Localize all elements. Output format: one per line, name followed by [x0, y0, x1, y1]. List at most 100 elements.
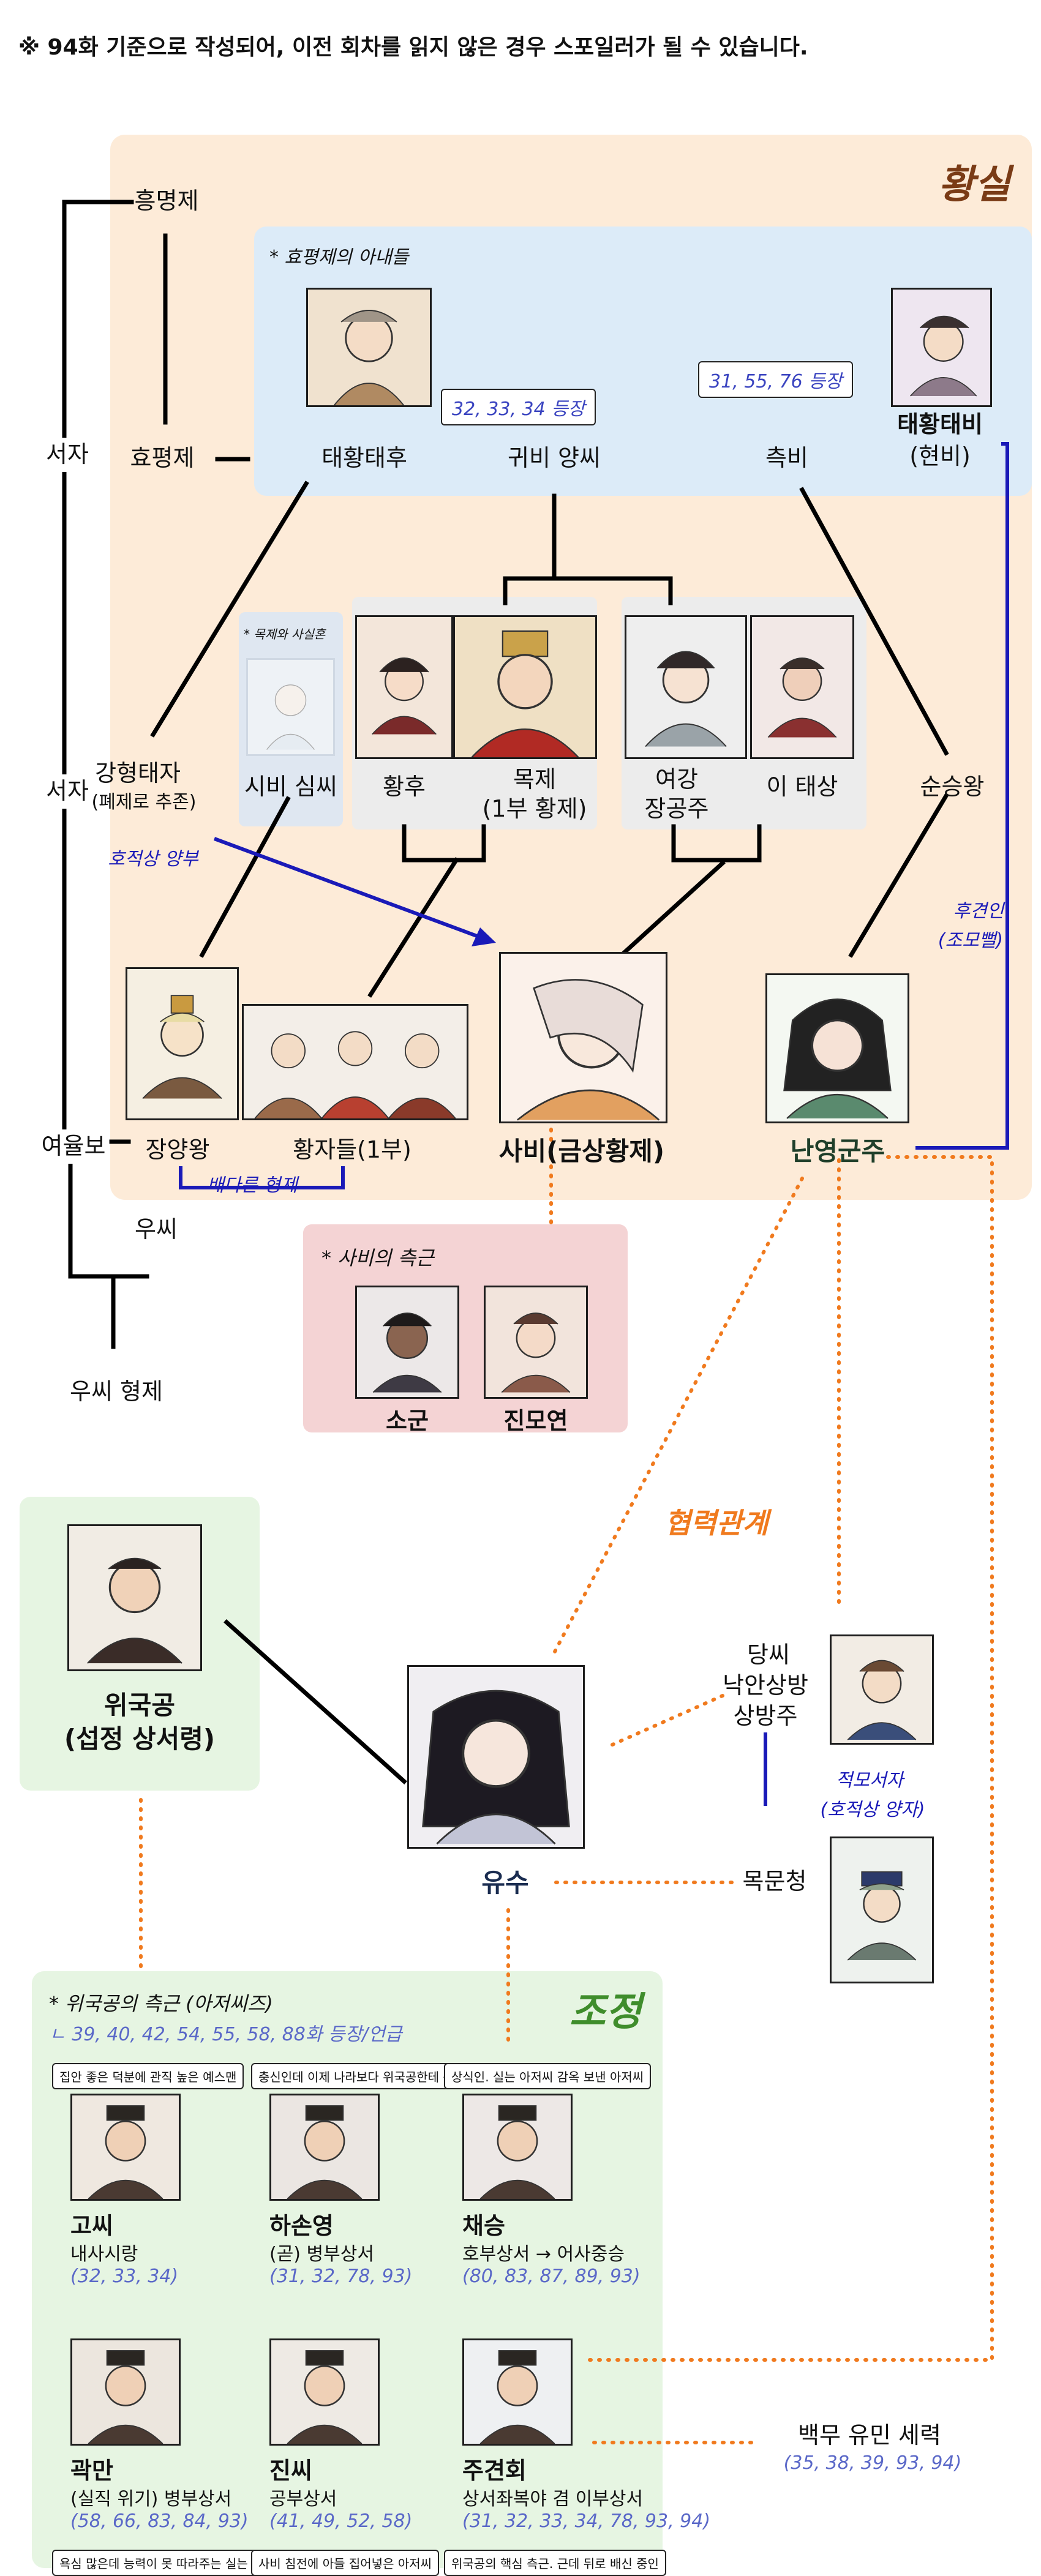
yeogang-name: 여강 [655, 766, 698, 793]
generation-bracket [62, 200, 134, 1144]
court-member-role: (실직 위기) 병부상서 [70, 2488, 232, 2510]
stepson-label: 적모서자 [835, 1770, 904, 1791]
mokmuncheong-portrait [830, 1837, 934, 1983]
wiguk-name: 위국공 [104, 1690, 175, 1720]
gwibi-name: 귀비 양씨 [508, 444, 601, 471]
court-member-name: 하손영 [269, 2212, 334, 2239]
generation-label-3: 여율보 [37, 1129, 110, 1164]
gwibi-appearance-bubble: 32, 33, 34 등장 [441, 389, 596, 425]
baekmu-refs: (35, 38, 39, 93, 94) [783, 2452, 962, 2474]
line-sunseung-nanyeong [848, 793, 949, 958]
line-yeoyul-u [68, 1139, 149, 1279]
dangssi-name: 당씨 [747, 1641, 790, 1668]
line-cheukbi-sunseung [799, 487, 949, 756]
sabi-name: 사비(금상황제) [498, 1136, 665, 1166]
adopt-arrowhead [472, 927, 496, 946]
mokje-subtitle: (1부 황제) [482, 795, 587, 822]
hwanghu-name: 황후 [383, 773, 426, 800]
cheukbi-name: 측비 [765, 444, 808, 471]
court-member-name: 곽만 [70, 2457, 113, 2484]
court-member-portrait [462, 2094, 573, 2201]
court-member-refs: (58, 66, 83, 84, 93) [70, 2510, 249, 2532]
court-member-role: 호부상서 → 어사중승 [462, 2244, 625, 2265]
jinmoyeon-portrait [484, 1286, 588, 1399]
court-member-portrait [269, 2338, 380, 2446]
dots-nanyeong-juggyeonhoe [586, 1155, 994, 2362]
court-member-refs: (80, 83, 87, 89, 93) [462, 2266, 641, 2287]
court-member-name: 고씨 [70, 2212, 113, 2239]
court-member-name: 진씨 [269, 2457, 312, 2484]
cooperation-label: 협력관계 [664, 1507, 769, 1540]
princes-portrait [242, 1004, 468, 1120]
jangyang-name: 장양왕 [145, 1136, 210, 1163]
ganghyeong-subtitle: (폐제로 추존) [91, 792, 197, 813]
court-member-portrait [462, 2338, 573, 2446]
line-taehu-ganghyeong [150, 481, 309, 738]
itaesang-name: 이 태상 [766, 773, 838, 800]
usi-brothers-name: 우씨 형제 [70, 1378, 163, 1405]
sabi-aides-note: * 사비의 측근 [321, 1246, 434, 1270]
court-member-name: 주견회 [462, 2457, 527, 2484]
cheukbi-appearance-bubble: 31, 55, 76 등장 [698, 361, 854, 398]
dots-nanyeong-yusu [552, 1177, 804, 1655]
usi-name: 우씨 [135, 1216, 178, 1243]
court-member-quote: 상식인. 실는 아저씨 감옥 보낸 아저씨 [444, 2063, 652, 2089]
court-region-title: 조정 [569, 1990, 642, 2035]
wiguk-subtitle: (섭정 상서령) [64, 1724, 216, 1754]
yusu-portrait [407, 1665, 585, 1849]
sunseung-name: 순승왕 [920, 773, 985, 800]
line-sibi-jangyang [199, 796, 291, 958]
concubine-note: * 목제와 사실혼 [244, 627, 326, 642]
yeogang-portrait [625, 615, 747, 759]
nanyeong-name: 난영군주 [790, 1136, 885, 1166]
court-header: * 위국공의 측근 (아저씨즈) [49, 1988, 273, 2016]
adopt-label: 호적상 양부 [108, 848, 198, 870]
taehwang-taebi-subtitle: (현비) [909, 443, 971, 470]
nanyeong-portrait [765, 973, 909, 1123]
guardian-label: 후견인 [953, 900, 1004, 922]
line-princess-sabi [618, 860, 726, 958]
mokmuncheong-name: 목문청 [742, 1868, 807, 1895]
princes-name: 황자들(1부) [293, 1136, 412, 1163]
dangssi-subtitle-1: 낙안상방 [723, 1672, 808, 1699]
jangyang-portrait [126, 967, 239, 1120]
itaesang-portrait [750, 615, 854, 759]
half-brothers-label: 배다른 형제 [207, 1175, 298, 1196]
mokje-name: 목제 [513, 766, 556, 793]
court-member-role: (곧) 병부상서 [269, 2244, 374, 2265]
ganghyeong-name: 강형태자 [95, 760, 181, 787]
yeogang-subtitle: 장공주 [644, 795, 709, 822]
spoiler-note: ※ 94화 기준으로 작성되어, 이전 회차를 읽지 않은 경우 스포일러가 될… [18, 35, 808, 60]
court-member-refs: (32, 33, 34) [70, 2266, 179, 2287]
taehwang-taebi-portrait [891, 288, 992, 407]
line-emperor-couple [402, 824, 486, 863]
yusu-name: 유수 [481, 1868, 529, 1898]
line-wiguk-yusu [224, 1619, 407, 1784]
dots-dang-yusu [611, 1694, 724, 1747]
court-header-subtitle: (아저씨즈) [186, 1992, 273, 2015]
court-member-name: 채승 [462, 2212, 505, 2239]
court-member-role: 상서좌복야 겸 이부상서 [462, 2488, 644, 2510]
court-member-portrait [269, 2094, 380, 2201]
taehwang-taehu-name: 태황태후 [321, 444, 407, 471]
court-header-refs: ㄴ 39, 40, 42, 54, 55, 58, 88화 등장/언급 [49, 2024, 402, 2045]
taehwang-taehu-portrait [306, 288, 432, 407]
dangssi-subtitle-2: 상방주 [733, 1702, 798, 1729]
wives-note: * 효평제의 아내들 [269, 247, 409, 268]
hyopyeong-name: 효평제 [130, 444, 195, 471]
court-member-refs: (31, 32, 78, 93) [269, 2266, 413, 2287]
mokje-portrait [453, 615, 597, 759]
court-header-title: * 위국공의 측근 [49, 1992, 179, 2015]
court-member-role: 내사시랑 [70, 2244, 138, 2265]
taehwang-taebi-name: 태황태비 [897, 411, 983, 438]
sogun-name: 소군 [386, 1407, 429, 1434]
court-member-quote: 사비 침전에 아들 집어넣은 아저씨 [251, 2550, 440, 2576]
line-gwibi-children [503, 576, 673, 605]
court-member-refs: (41, 49, 52, 58) [269, 2510, 413, 2532]
wiguk-portrait [67, 1524, 202, 1671]
hwanghu-portrait [355, 615, 453, 759]
court-member-quote: 집안 좋은 덕분에 관직 높은 예스맨 [52, 2063, 244, 2089]
sibi-portrait [246, 658, 335, 756]
court-member-portrait [70, 2338, 181, 2446]
court-member-role: 공부상서 [269, 2488, 337, 2510]
